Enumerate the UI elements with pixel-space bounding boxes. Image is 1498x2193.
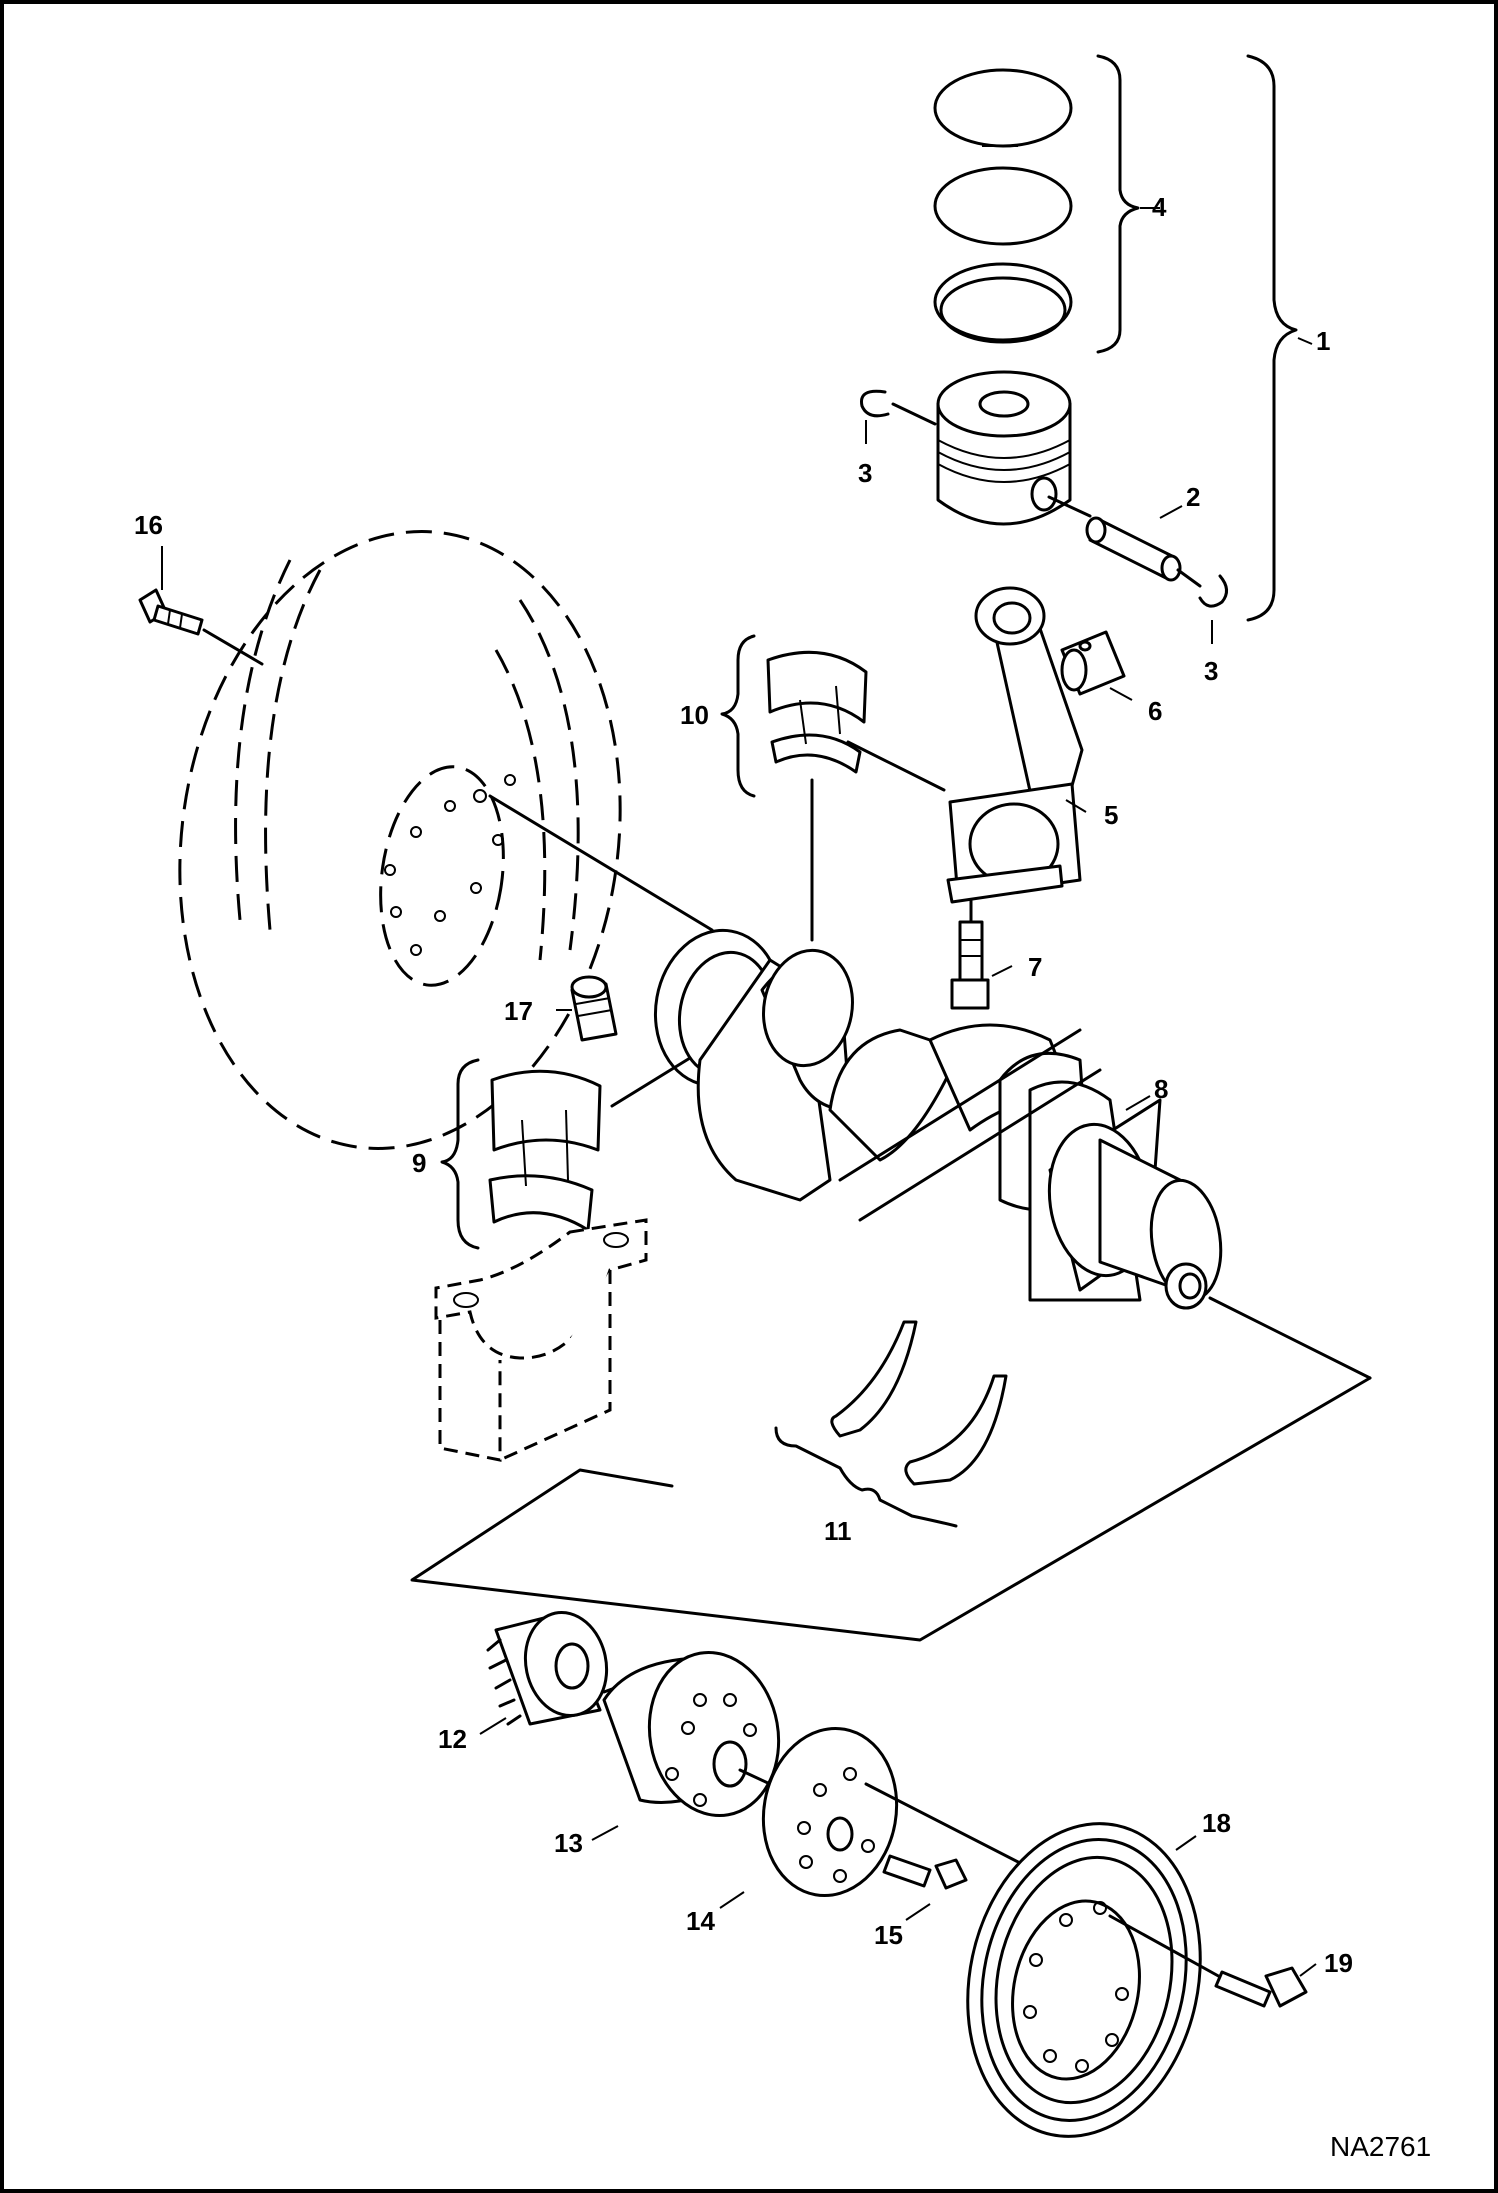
crank-gear: [486, 1610, 609, 1726]
flywheel-bolt: [138, 588, 264, 666]
callout-1: 1: [1316, 326, 1330, 356]
bracket-thrust-washers: [774, 1426, 958, 1528]
figure-id: NA2761: [1330, 2131, 1431, 2162]
callout-16: 16: [134, 510, 163, 540]
flywheel: [178, 530, 622, 1150]
callout-3-right: 3: [1204, 656, 1218, 686]
callout-4: 4: [1152, 192, 1167, 222]
crank-hub: [602, 1650, 781, 1818]
callout-14: 14: [686, 1906, 715, 1936]
snap-ring-right: [1198, 574, 1228, 608]
callout-17: 17: [504, 996, 533, 1026]
crank-plate: [761, 1726, 899, 1898]
connecting-rod: [946, 586, 1084, 904]
bracket-main-bearing: [440, 1058, 480, 1250]
callout-13: 13: [554, 1828, 583, 1858]
callout-2: 2: [1186, 482, 1200, 512]
leader-lines: [161, 207, 1317, 1977]
guide-line-pulley-assembly: [410, 1376, 1372, 1642]
piston-pin: [1085, 516, 1182, 582]
callout-11: 11: [824, 1516, 852, 1546]
callout-19: 19: [1324, 1948, 1353, 1978]
crank-pulley: [966, 1822, 1202, 2138]
piston-rings: [933, 68, 1073, 344]
callout-10: 10: [680, 700, 709, 730]
callout-15: 15: [874, 1920, 903, 1950]
snap-ring-left: [859, 389, 890, 418]
bracket-piston-assembly: [1246, 54, 1298, 622]
bracket-rings: [1096, 54, 1140, 354]
bracket-rod-bearing: [720, 634, 756, 798]
main-bearing-cap: [434, 1218, 648, 1462]
piston: [936, 370, 1072, 526]
callout-12: 12: [438, 1724, 467, 1754]
callout-8: 8: [1154, 1074, 1168, 1104]
callout-9: 9: [412, 1148, 426, 1178]
plate-bolt: [882, 1854, 968, 1890]
crankshaft: [653, 928, 1372, 1380]
rod-bearing-shells: [766, 650, 868, 774]
small-end-bushing: [1060, 630, 1126, 696]
callout-18: 18: [1202, 1808, 1231, 1838]
main-bearing-shells: [488, 1069, 602, 1232]
thrust-washers: [830, 1320, 1008, 1486]
rod-bolt: [950, 898, 990, 1010]
callout-3-left: 3: [858, 458, 872, 488]
callout-5: 5: [1104, 800, 1118, 830]
pulley-bolt: [1214, 1966, 1308, 2008]
callout-6: 6: [1148, 696, 1162, 726]
callout-7: 7: [1028, 952, 1042, 982]
pilot-bushing: [570, 975, 618, 1042]
